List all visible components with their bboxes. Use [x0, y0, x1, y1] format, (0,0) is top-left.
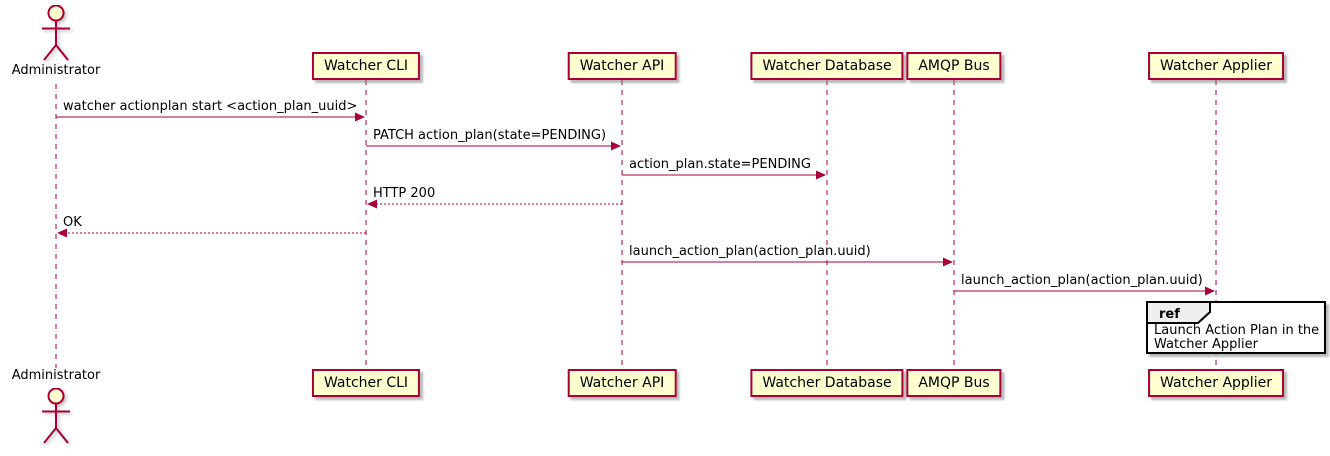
participant-box-watcher-api-top: Watcher API: [567, 52, 677, 80]
participant-box-watcher-cli-top: Watcher CLI: [311, 52, 421, 80]
message-arrowhead-4: [367, 199, 377, 209]
message-label-6: launch_action_plan(action_plan.uuid): [629, 244, 871, 259]
ref-keyword-tab: ref: [1146, 301, 1211, 324]
message-arrowhead-2: [611, 141, 621, 151]
actor-figure-bottom: [42, 388, 70, 444]
message-arrowhead-3: [816, 170, 826, 180]
message-label-2: PATCH action_plan(state=PENDING): [373, 128, 607, 143]
ref-text-line: Launch Action Plan in the: [1154, 323, 1320, 338]
message-label-4: HTTP 200: [373, 186, 436, 201]
ref-tab-pentagon: [1146, 301, 1211, 324]
message-label-1: watcher actionplan start <action_plan_uu…: [63, 99, 358, 114]
participant-box-watcher-api-bottom: Watcher API: [567, 369, 677, 397]
ref-text: Launch Action Plan in the Watcher Applie…: [1148, 324, 1324, 352]
ref-text-line: Watcher Applier: [1154, 337, 1258, 352]
message-label-3: action_plan.state=PENDING: [629, 157, 811, 172]
participant-box-watcher-database-top: Watcher Database: [750, 52, 904, 80]
message-arrowhead-7: [1205, 286, 1215, 296]
ref-fragment: ref Launch Action Plan in the Watcher Ap…: [1146, 301, 1326, 354]
message-arrowhead-5: [57, 228, 67, 238]
participant-box-watcher-cli-bottom: Watcher CLI: [311, 369, 421, 397]
participant-box-watcher-applier-bottom: Watcher Applier: [1148, 369, 1284, 397]
message-arrowhead-1: [355, 112, 365, 122]
participant-box-watcher-database-bottom: Watcher Database: [750, 369, 904, 397]
participant-box-amqp-bus-bottom: AMQP Bus: [906, 369, 1002, 397]
ref-keyword-label: ref: [1159, 307, 1180, 322]
participant-box-amqp-bus-top: AMQP Bus: [906, 52, 1002, 80]
participant-box-watcher-applier-top: Watcher Applier: [1148, 52, 1284, 80]
actor-figure-top: [42, 5, 70, 61]
message-label-5: OK: [63, 215, 82, 230]
message-label-7: launch_action_plan(action_plan.uuid): [961, 273, 1203, 288]
message-arrowhead-6: [943, 257, 953, 267]
actor-name-top: Administrator: [11, 63, 101, 78]
actor-name-bottom: Administrator: [11, 368, 101, 383]
